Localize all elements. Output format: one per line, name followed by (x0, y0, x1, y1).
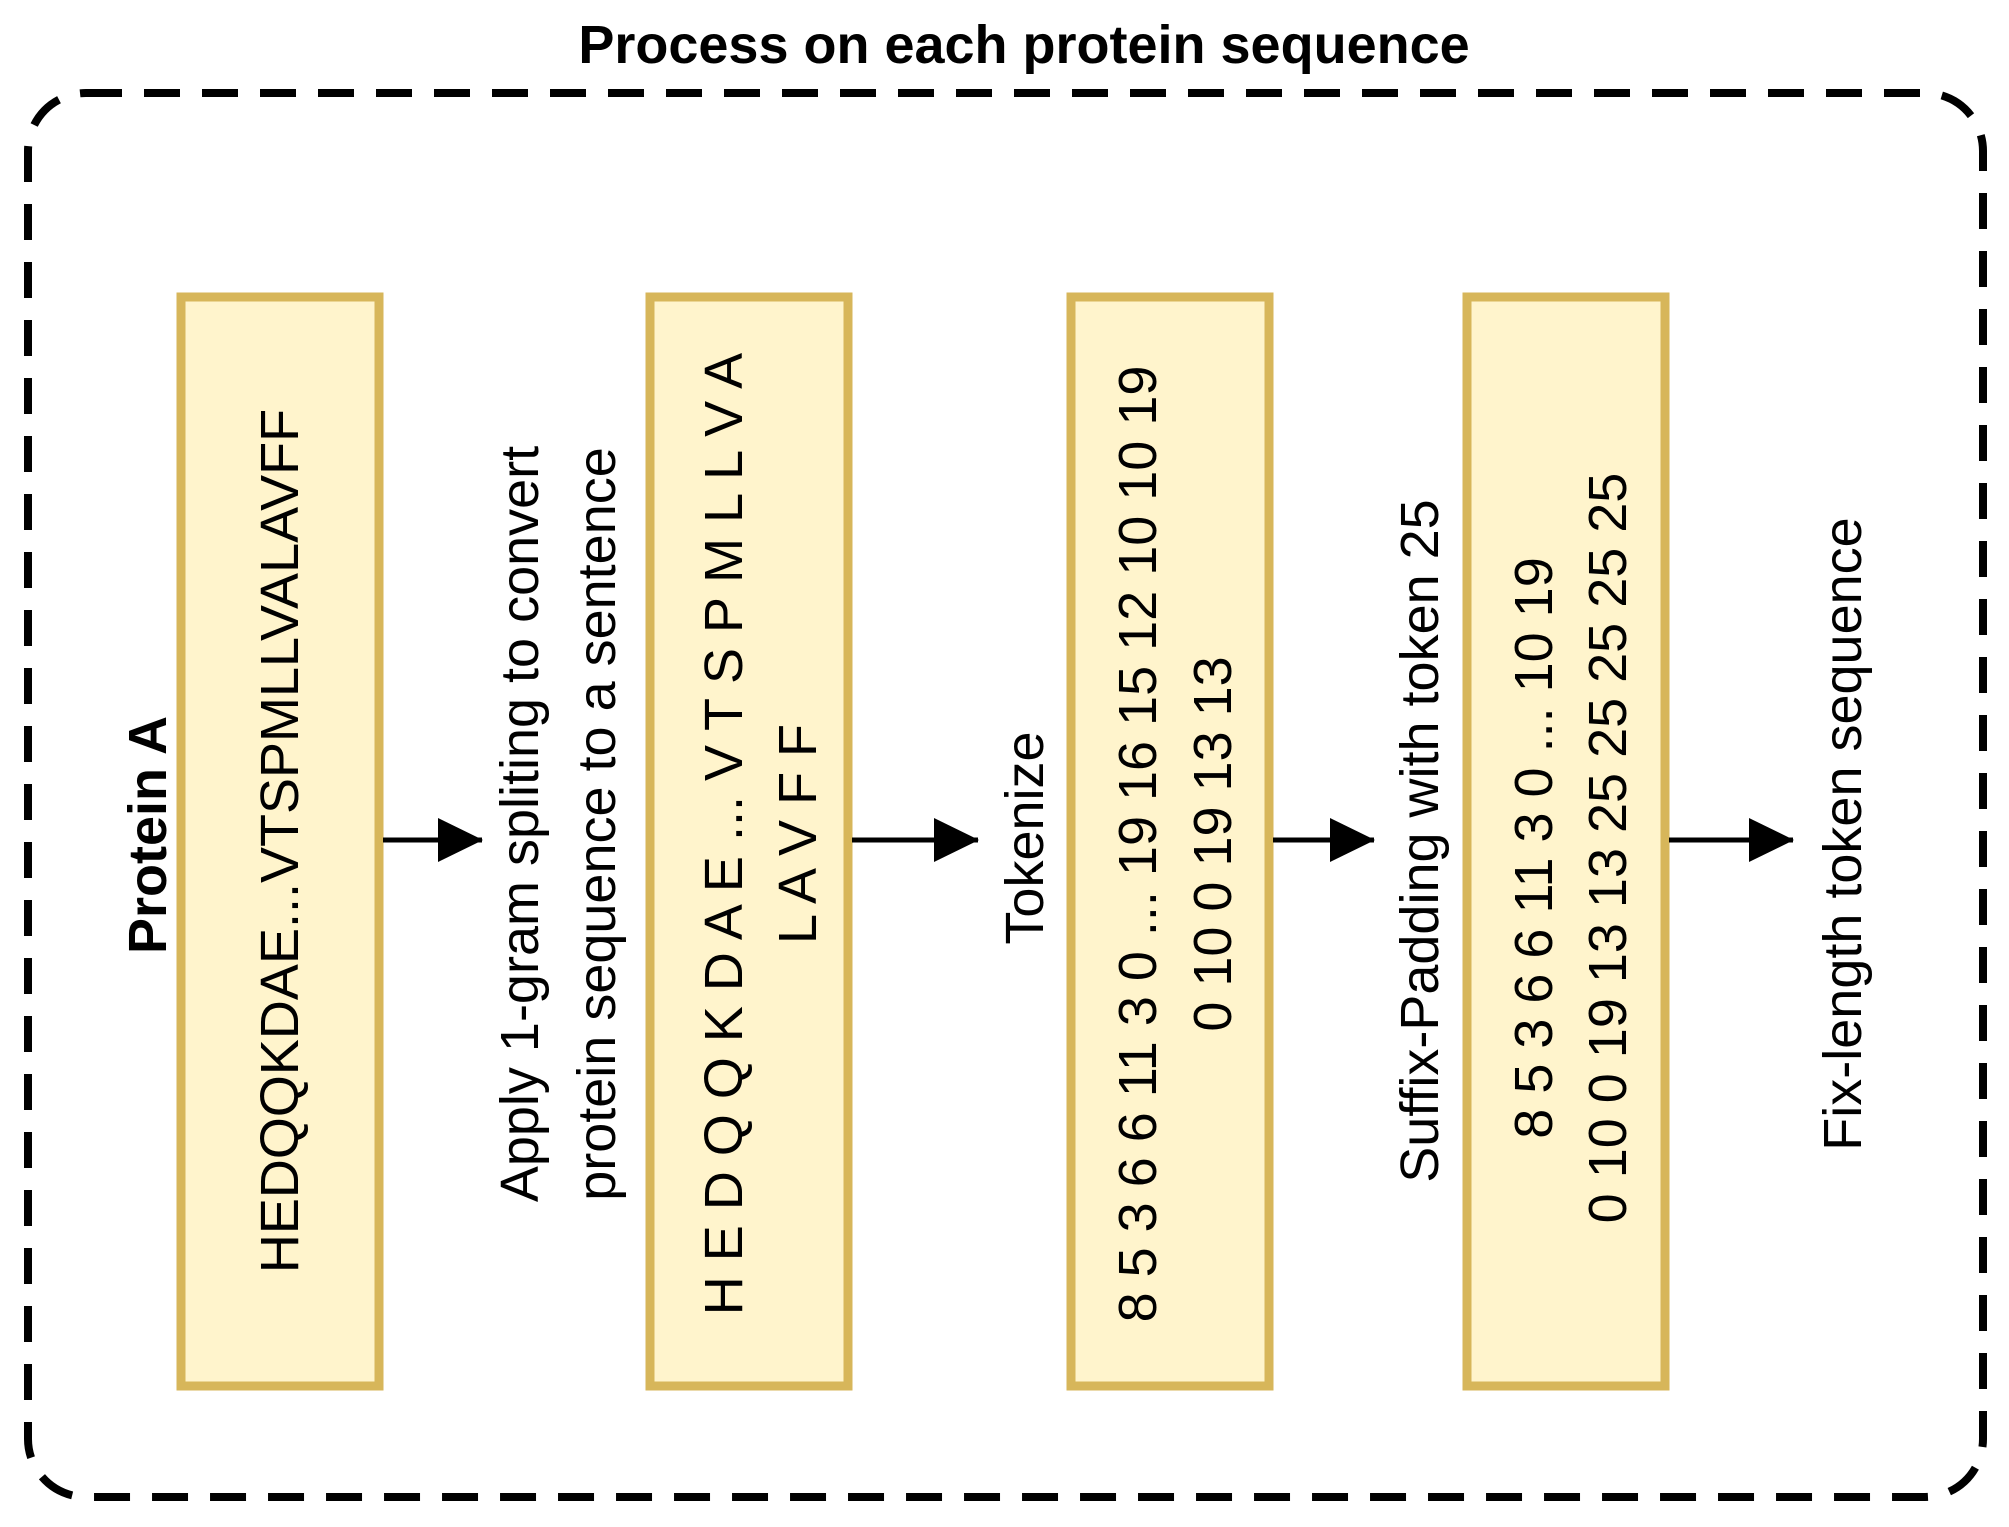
split-sequence-line-1: H E D Q Q K D A E ... V T S P M L L V A (694, 353, 754, 1315)
split-sequence-line-2: L A V F F (768, 724, 828, 944)
tokens-box-rect (1066, 292, 1274, 1391)
padding-step: Suffix-Padding with token 25 (1390, 499, 1450, 1182)
split-step-line-1: Apply 1-gram spliting to convert (490, 446, 550, 1202)
tokens-box: 8 5 3 6 6 11 3 0 ... 19 16 15 12 10 10 1… (1066, 292, 1274, 1391)
protein-label: Protein A (118, 716, 178, 954)
split-sequence-box-rect (645, 292, 853, 1391)
padded-tokens-line-2: 0 10 0 19 13 13 25 25 25 25 25 (1578, 473, 1638, 1224)
raw-sequence-box: HEDQQKDAE...VTSPMLLVALAVFF (176, 292, 384, 1391)
raw-sequence-box-rect (176, 292, 384, 1391)
tokens-line-1: 8 5 3 6 6 11 3 0 ... 19 16 15 12 10 10 1… (1108, 366, 1168, 1323)
raw-sequence-text: HEDQQKDAE...VTSPMLLVALAVFF (250, 409, 310, 1273)
split-sequence-box: H E D Q Q K D A E ... V T S P M L L V A … (645, 292, 853, 1391)
tokenize-step: Tokenize (995, 731, 1055, 944)
tokens-line-2: 0 10 0 19 13 13 (1183, 656, 1243, 1031)
process-frame (24, 89, 1987, 1501)
padded-tokens-box-rect (1462, 292, 1670, 1391)
padded-tokens-line-1: 8 5 3 6 6 11 3 0 ... 10 19 (1504, 557, 1564, 1138)
output-step: Fix-length token sequence (1813, 517, 1873, 1150)
diagram-title: Process on each protein sequence (578, 15, 1469, 75)
padded-tokens-box: 8 5 3 6 6 11 3 0 ... 10 19 0 10 0 19 13 … (1462, 292, 1670, 1391)
split-step-line-2: protein sequence to a sentence (567, 447, 627, 1201)
